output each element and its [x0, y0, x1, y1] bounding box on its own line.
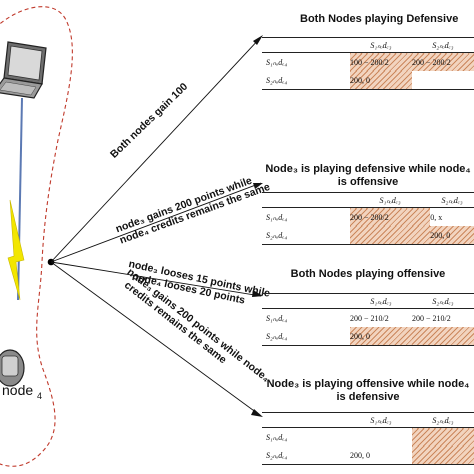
arrow-heads [251, 35, 263, 417]
table-cell: 200, 0 [430, 226, 474, 245]
table-row: S₂ₙₒdₑ₄ 200, 0 [262, 71, 474, 90]
table-cell: 200 − 210/2 [350, 313, 389, 323]
column-header: S₂ₙₒdₑ₃ [412, 37, 474, 53]
connector-lines [50, 36, 262, 417]
table-cell [412, 427, 474, 446]
column-header: S₁ₙₒdₑ₃ [350, 37, 412, 53]
table-cell [412, 71, 474, 90]
row-header: S₁ₙₒdₑ₄ [266, 313, 288, 323]
lightning-link-icon [7, 199, 25, 301]
table-cell: 0, x [430, 212, 443, 222]
row-header: S₁ₙₒdₑ₄ [266, 57, 288, 67]
panel-title: Both Nodes playing Defensive [300, 13, 459, 25]
table-cell: 200, 0 [350, 71, 412, 90]
payoff-table: S₁ₙₒdₑ₃ S₂ₙₒdₑ₃ S₁ₙₒdₑ₄ 100 − 200/2 200 … [262, 37, 474, 90]
panel-title: Node₃ is playing defensive while node₄ i… [265, 163, 471, 188]
table-cell: 100 − 200/2 [350, 52, 412, 71]
column-header: S₁ₙₒdₑ₃ [350, 293, 412, 309]
row-header: S₂ₙₒdₑ₄ [262, 226, 350, 245]
table-cell [350, 428, 412, 447]
payoff-table: S₁ₙₒdₑ₃ S₂ₙₒdₑ₃ S₁ₙₒdₑ₄ 200 − 200/2 0, x… [262, 192, 474, 245]
table-cell: 200 − 200/2 [350, 207, 431, 226]
laptop-icon [0, 41, 47, 99]
panel-title: Node₃ is playing offensive while node₄ i… [266, 378, 470, 403]
row-header: S₂ₙₒdₑ₄ [262, 71, 350, 90]
node-label: node 4 [2, 382, 42, 401]
table-row: S₁ₙₒdₑ₄ 100 − 200/2 200 − 200/2 [262, 52, 474, 71]
table-corner [262, 37, 350, 53]
payoff-table: S₁ₙₒdₑ₃ S₂ₙₒdₑ₃ S₁ₙₒdₑ₄ 200 − 210/2 200 … [262, 293, 474, 346]
table-row: S₂ₙₒdₑ₄ 200, 0 [262, 226, 474, 245]
row-header: S₂ₙₒdₑ₄ [262, 327, 350, 346]
column-header: S₁ₙₒdₑ₃ [350, 192, 431, 208]
column-header: S₂ₙₒdₑ₃ [412, 293, 474, 309]
table-corner [262, 293, 350, 309]
table-cell [412, 327, 474, 346]
network-boundary [0, 6, 73, 467]
row-header: S₁ₙₒdₑ₄ [266, 432, 288, 442]
table-cell: 200, 0 [350, 327, 412, 346]
table-corner [262, 412, 350, 428]
phone-icon [0, 349, 25, 387]
column-header: S₁ₙₒdₑ₃ [350, 412, 412, 428]
row-header: S₂ₙₒdₑ₄ [262, 446, 350, 465]
node-label-text: node [2, 382, 34, 398]
table-row: S₁ₙₒdₑ₄ 200 − 210/2 200 − 210/2 [262, 309, 474, 328]
payoff-table: S₁ₙₒdₑ₃ S₂ₙₒdₑ₃ S₁ₙₒdₑ₄ S₂ₙₒdₑ₄ 200, 0 [262, 412, 474, 465]
column-header: S₂ₙₒdₑ₃ [430, 192, 474, 208]
table-row: S₁ₙₒdₑ₄ [262, 427, 474, 447]
table-corner [262, 192, 350, 208]
node-label-subscript: 4 [37, 390, 43, 401]
table-cell: 200 − 210/2 [412, 313, 451, 323]
table-row: S₂ₙₒdₑ₄ 200, 0 [262, 327, 474, 346]
row-header: S₁ₙₒdₑ₄ [266, 212, 288, 222]
table-cell [412, 446, 474, 465]
column-header: S₂ₙₒdₑ₃ [412, 412, 474, 428]
table-cell: 200 − 200/2 [412, 52, 474, 71]
table-row: S₂ₙₒdₑ₄ 200, 0 [262, 446, 474, 465]
table-row: S₁ₙₒdₑ₄ 200 − 200/2 0, x [262, 207, 474, 226]
panel-title: Both Nodes playing offensive [290, 268, 446, 280]
table-cell: 200, 0 [350, 446, 412, 465]
table-cell [350, 226, 431, 245]
wireless-link-line [17, 97, 23, 301]
